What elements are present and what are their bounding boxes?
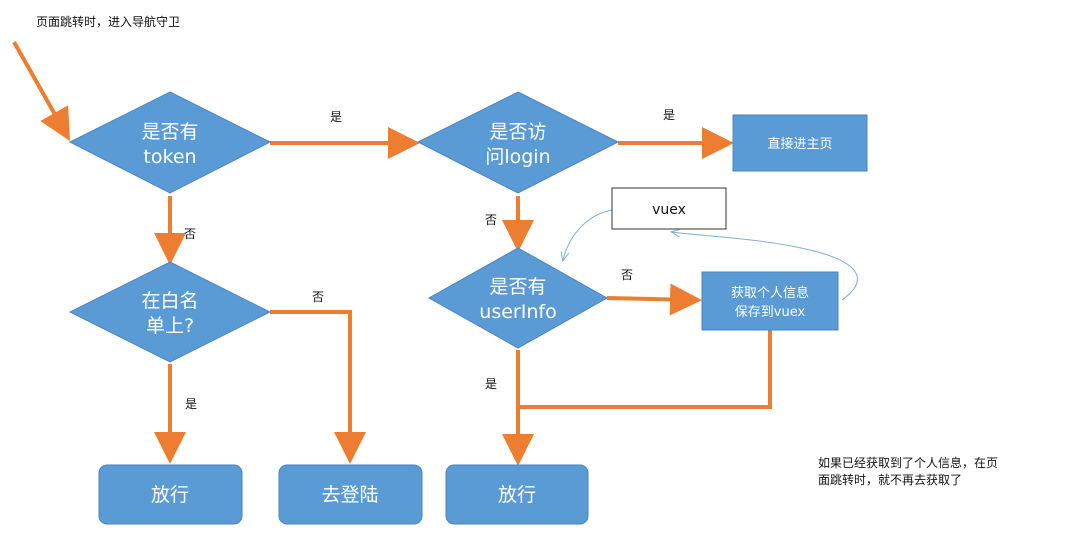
terminal-allow-right <box>445 464 589 525</box>
decision-has-userinfo-line2: userInfo <box>479 301 556 323</box>
action-fetch-userinfo-line1: 获取个人信息 <box>731 285 809 301</box>
action-fetch-userinfo <box>701 271 839 331</box>
entry-arrow <box>12 41 70 141</box>
terminal-allow-left <box>98 464 243 525</box>
edge-label-token-yes: 是 <box>330 110 342 124</box>
decision-visit-login <box>416 91 620 194</box>
store-vuex-label: vuex <box>652 202 686 218</box>
edge-label-whitelist-yes: 是 <box>185 397 197 411</box>
note-line2: 面跳转时，就不再去获取了 <box>818 472 962 487</box>
arrow-vuex-read <box>563 209 613 260</box>
decision-has-userinfo <box>427 247 609 349</box>
diagram-title: 页面跳转时，进入导航守卫 <box>36 14 180 29</box>
terminal-go-login-label: 去登陆 <box>321 484 378 506</box>
decision-in-whitelist-line1: 在白名 <box>141 290 198 312</box>
arrow-whitelist-no <box>270 310 366 464</box>
action-fetch-userinfo-line2: 保存到vuex <box>735 305 806 320</box>
action-go-home-label: 直接进主页 <box>767 136 832 152</box>
arrow-userinfo-no <box>606 283 702 316</box>
decision-in-whitelist-line2: 单上? <box>146 315 194 337</box>
arrow-fetch-to-allow <box>516 330 772 409</box>
decision-visit-login-line1: 是否访 <box>489 121 546 143</box>
edge-label-userinfo-yes: 是 <box>485 377 497 391</box>
edge-label-login-yes: 是 <box>663 108 675 122</box>
terminal-go-login <box>278 464 423 525</box>
store-vuex <box>611 187 727 230</box>
terminal-allow-right-label: 放行 <box>498 484 536 506</box>
decision-in-whitelist <box>68 261 272 363</box>
decision-has-userinfo-line1: 是否有 <box>489 276 546 298</box>
edge-label-userinfo-no: 否 <box>621 268 633 282</box>
edge-label-token-no: 否 <box>184 227 196 241</box>
arrow-save-to-vuex <box>672 232 858 301</box>
action-go-home <box>732 114 868 172</box>
note-line1: 如果已经获取到了个人信息，在页 <box>818 455 998 470</box>
decision-visit-login-line2: 问login <box>485 146 550 168</box>
decision-has-token <box>68 91 272 194</box>
terminal-allow-left-label: 放行 <box>151 484 189 506</box>
edge-label-login-no: 否 <box>485 213 497 227</box>
edge-label-whitelist-no: 否 <box>312 290 324 304</box>
decision-has-token-line1: 是否有 <box>141 121 198 143</box>
decision-has-token-line2: token <box>143 146 196 168</box>
